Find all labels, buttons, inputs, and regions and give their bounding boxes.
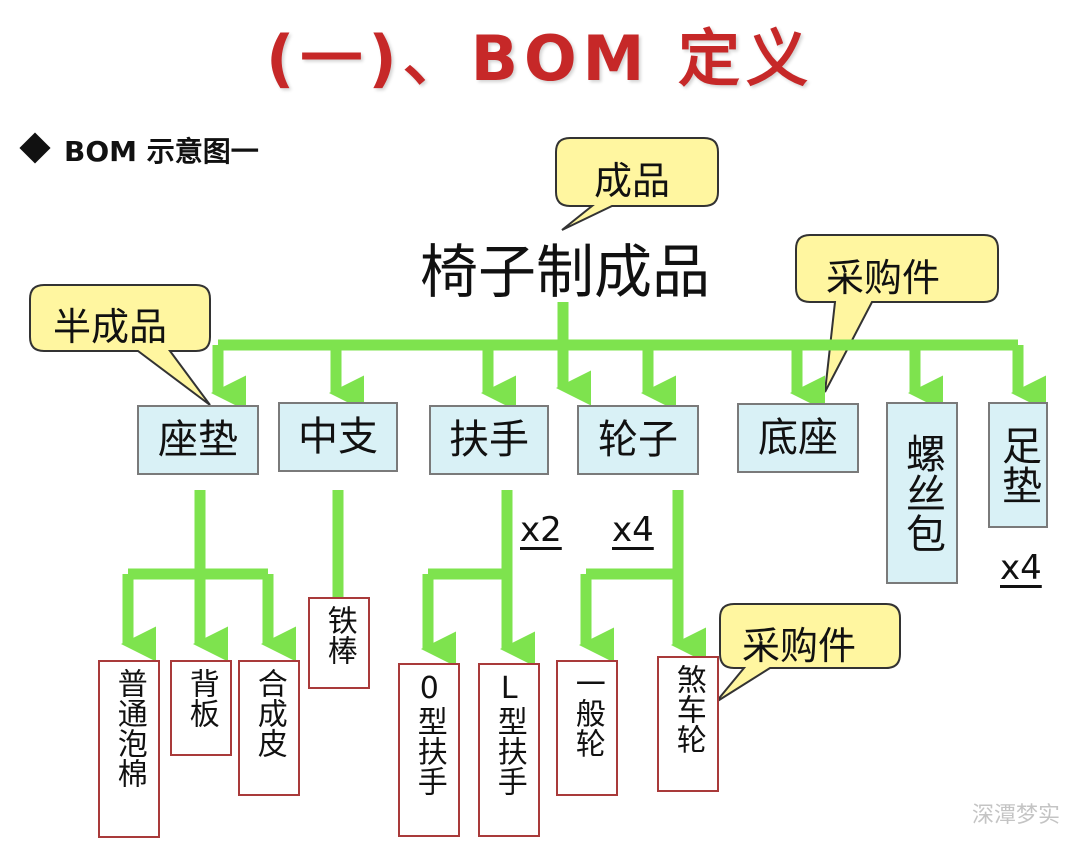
part-box-normal-wheel: 一般轮 [556,660,618,796]
component-box-wheel: 轮子 [577,405,699,475]
callout-finished-text: 成品 [594,159,671,203]
component-box-base: 底座 [737,403,859,473]
component-box-armrest: 扶手 [429,405,549,475]
callout-purchased-bottom-balloon [715,603,901,703]
part-label-foam: 普通泡棉 [111,668,147,788]
subtitle: BOM 示意图一 [64,135,259,168]
multiplier-wheel: x4 [612,510,654,550]
part-label-backboard: 背板 [183,668,219,728]
part-box-o-armrest: 0型扶手 [398,663,460,837]
page-title: (一)、BOM 定义 [266,22,814,95]
part-label-o-armrest: 0型扶手 [411,671,447,796]
part-box-backboard: 背板 [170,660,232,756]
multiplier-foot-pad: x4 [1000,548,1042,588]
part-box-foam: 普通泡棉 [98,660,160,838]
callout-semi-text: 半成品 [53,305,168,349]
component-box-center-post: 中支 [278,402,398,472]
callout-semi-balloon [29,284,211,406]
component-box-foot-pad: 足垫 [988,402,1048,528]
part-label-l-armrest: L型扶手 [491,671,527,796]
component-box-screw-pack: 螺丝包 [886,402,958,584]
callout-purchased-top-text: 采购件 [826,256,941,300]
component-label-foot-pad: 足垫 [995,425,1041,505]
subtitle-row: BOM 示意图一 [19,130,259,170]
part-box-brake-wheel: 煞车轮 [657,656,719,792]
callout-finished-balloon [555,137,719,231]
watermark: 深潭梦实 [971,803,1060,828]
multiplier-armrest: x2 [520,510,562,550]
component-box-seat-cushion: 座垫 [137,405,259,475]
part-box-iron-rod: 铁棒 [308,597,370,689]
part-label-synthetic-leather: 合成皮 [251,668,287,758]
part-box-l-armrest: L型扶手 [478,663,540,837]
component-label-screw-pack: 螺丝包 [899,433,945,553]
finished-product-label: 椅子制成品 [420,238,711,306]
part-label-normal-wheel: 一般轮 [569,668,605,758]
part-box-synthetic-leather: 合成皮 [238,660,300,796]
callout-purchased-bottom-text: 采购件 [742,624,857,668]
part-label-iron-rod: 铁棒 [321,605,357,665]
part-label-brake-wheel: 煞车轮 [670,664,706,754]
